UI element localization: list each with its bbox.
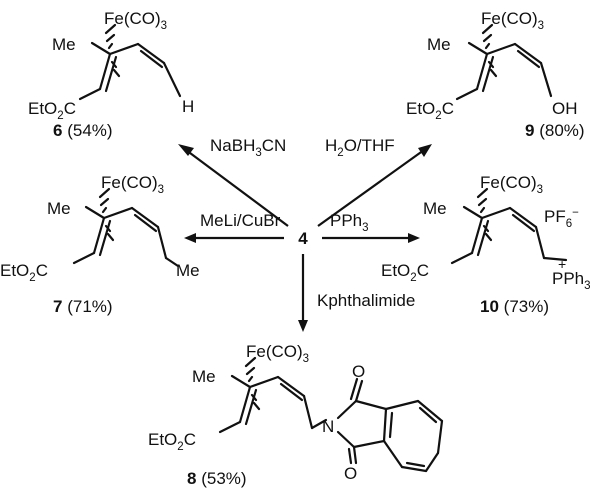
ester-label: EtO2C xyxy=(0,261,48,284)
arrow-to-7 xyxy=(184,233,284,243)
ester-label: EtO2C xyxy=(148,430,196,453)
ester-label: EtO2C xyxy=(406,99,454,122)
fe-co3-label: Fe(CO)3 xyxy=(104,9,167,32)
me-label: Me xyxy=(192,367,216,386)
substituent-label: OH xyxy=(552,99,578,118)
ester-label: EtO2C xyxy=(381,261,429,284)
product-8: N O O Fe(CO)3 Me EtO2C xyxy=(148,342,444,483)
reactant-4: 4 xyxy=(298,229,308,248)
arrow-to-9 xyxy=(317,144,432,227)
me-label: Me xyxy=(427,35,451,54)
reagent-pph3: PPh3 xyxy=(330,211,369,234)
reagent-kphthalimide: Kphthalimide xyxy=(317,291,415,310)
fe-co3-label: Fe(CO)3 xyxy=(101,173,164,196)
product-9: Fe(CO)3 Me EtO2C OH xyxy=(406,9,578,122)
substituent-label: Me xyxy=(176,261,200,280)
carbonyl-oxygen: O xyxy=(352,362,365,381)
fe-co3-label: Fe(CO)3 xyxy=(480,173,543,196)
product-10-caption: 10 (73%) xyxy=(480,297,549,316)
me-label: Me xyxy=(423,199,447,218)
product-7: Fe(CO)3 Me EtO2C Me xyxy=(0,173,200,284)
phosphonium-charge: + xyxy=(558,256,566,272)
reagent-h2o-thf: H2O/THF xyxy=(325,136,395,159)
product-8-caption: 8 (53%) xyxy=(187,469,247,488)
me-label: Me xyxy=(47,199,71,218)
reagent-meli-cubr: MeLi/CuBr xyxy=(200,211,281,230)
substituent-label: H xyxy=(182,97,194,116)
product-6-caption: 6 (54%) xyxy=(53,121,113,140)
nitrogen-label: N xyxy=(322,417,334,436)
product-6: Fe(CO)3 Me EtO2C H xyxy=(28,9,194,122)
product-7-caption: 7 (71%) xyxy=(53,297,113,316)
fe-co3-label: Fe(CO)3 xyxy=(246,342,309,365)
fe-co3-label: Fe(CO)3 xyxy=(481,9,544,32)
product-10: Fe(CO)3 Me EtO2C + PPh3 PF6− xyxy=(381,173,591,292)
substituent-label: PPh3 xyxy=(552,269,591,292)
arrow-to-6 xyxy=(178,144,289,227)
counterion-label: PF6− xyxy=(544,207,579,230)
arrow-to-10 xyxy=(322,233,420,243)
me-label: Me xyxy=(52,35,76,54)
reagent-nabh3cn: NaBH3CN xyxy=(210,136,286,159)
product-9-caption: 9 (80%) xyxy=(525,121,585,140)
arrow-to-8 xyxy=(298,254,308,332)
carbonyl-oxygen: O xyxy=(344,464,357,483)
ester-label: EtO2C xyxy=(28,99,76,122)
